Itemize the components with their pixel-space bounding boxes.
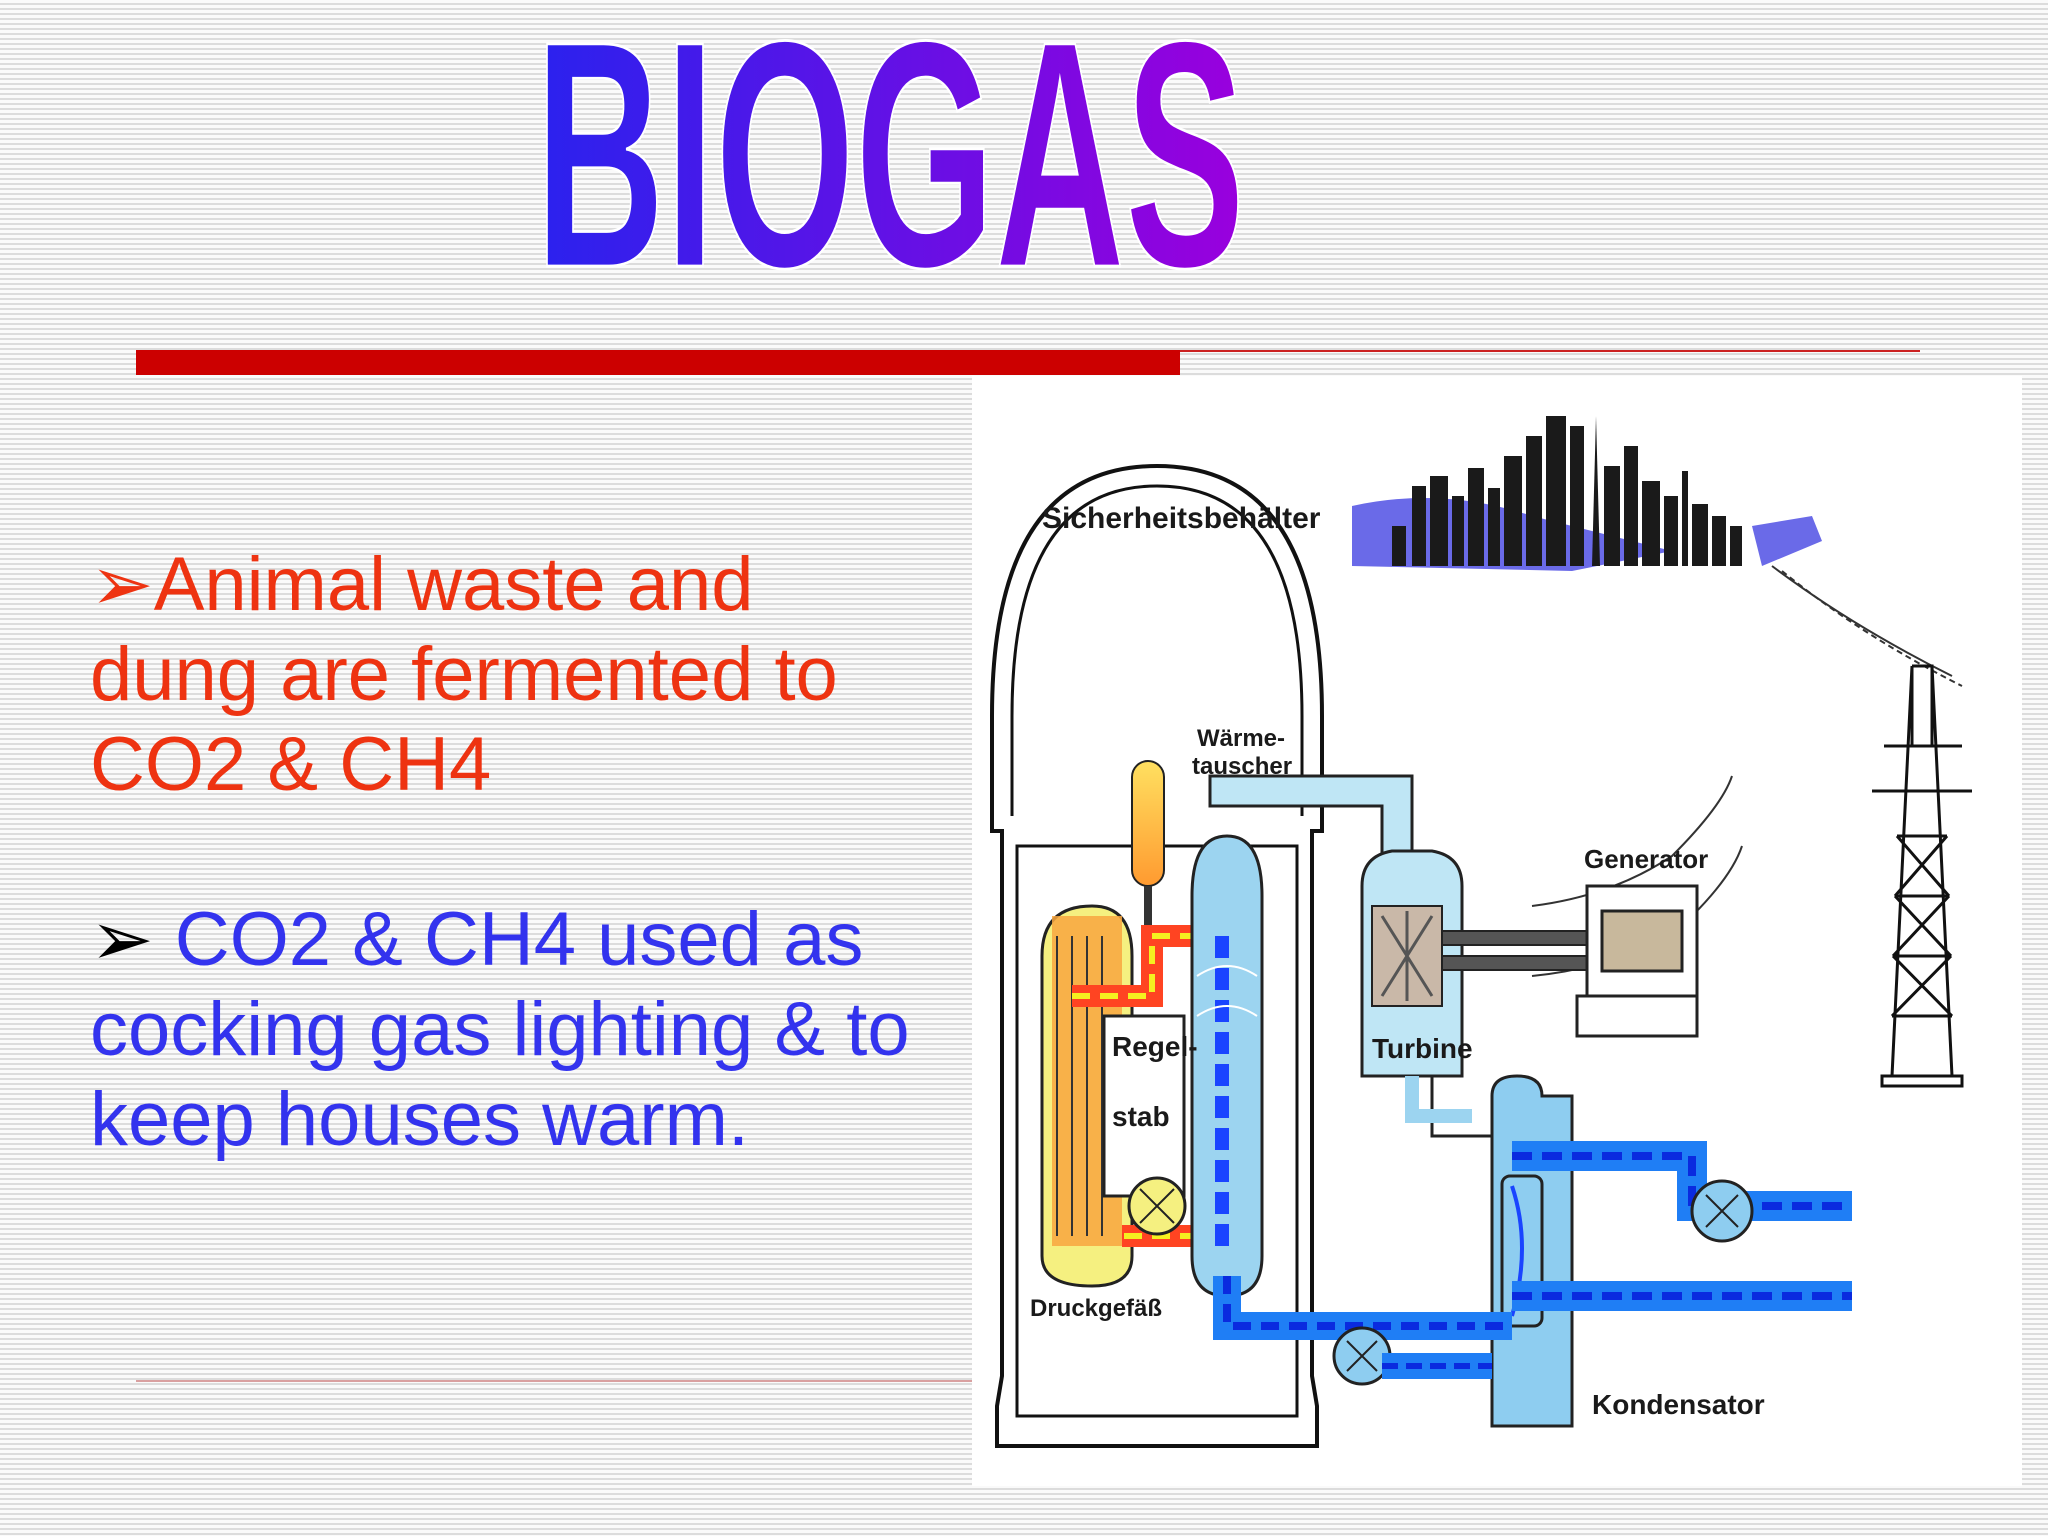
diagram-labels: Sicherheitsbehälter Wärme- tauscher Gene… xyxy=(1030,502,1765,1420)
transmission-tower-icon xyxy=(1872,664,1972,1088)
heat-exchanger xyxy=(1190,834,1264,1298)
label-turbine: Turbine xyxy=(1372,1033,1473,1064)
bullet-item-1: ➢Animal waste and dung are fermented to … xyxy=(90,540,930,810)
label-control-rod-2: stab xyxy=(1112,1101,1170,1132)
label-condenser: Kondensator xyxy=(1592,1389,1765,1420)
slide-title: BIOGAS xyxy=(534,0,1247,300)
city-skyline xyxy=(1352,416,1822,571)
label-generator: Generator xyxy=(1584,844,1708,874)
label-pressure-vessel: Druckgefäß xyxy=(1030,1295,1162,1322)
power-plant-diagram: Sicherheitsbehälter Wärme- tauscher Gene… xyxy=(972,376,2022,1486)
title-text: BIOGAS xyxy=(535,0,1245,300)
bullet-item-2: ➢ CO2 & CH4 used as cocking gas lighting… xyxy=(90,895,930,1165)
label-control-rod-1: Regel- xyxy=(1112,1031,1198,1062)
label-heat-exchanger-1: Wärme- xyxy=(1197,725,1285,752)
bullet-arrow-icon: ➢ xyxy=(90,897,154,982)
control-rod-label-box xyxy=(1102,1014,1186,1198)
bullet-text-2: CO2 & CH4 used as cocking gas lighting &… xyxy=(90,897,910,1162)
bullet-arrow-icon: ➢ xyxy=(90,542,154,627)
turbine xyxy=(1360,849,1593,1078)
generator xyxy=(1575,884,1699,1038)
cooling-water-loop xyxy=(1213,1141,1852,1386)
bullet-text-1: Animal waste and dung are fermented to C… xyxy=(90,542,838,807)
control-rod xyxy=(1131,760,1165,936)
power-plant-diagram-svg: Sicherheitsbehälter Wärme- tauscher Gene… xyxy=(990,416,1972,1448)
title-underline-thin xyxy=(1180,350,1920,352)
city-ground-right xyxy=(1752,516,1822,566)
title-underline-thick xyxy=(136,350,1180,375)
footer-rule xyxy=(136,1380,972,1382)
label-heat-exchanger-2: tauscher xyxy=(1192,753,1292,780)
label-containment: Sicherheitsbehälter xyxy=(1042,502,1321,535)
turbine-shaft xyxy=(1441,930,1593,946)
